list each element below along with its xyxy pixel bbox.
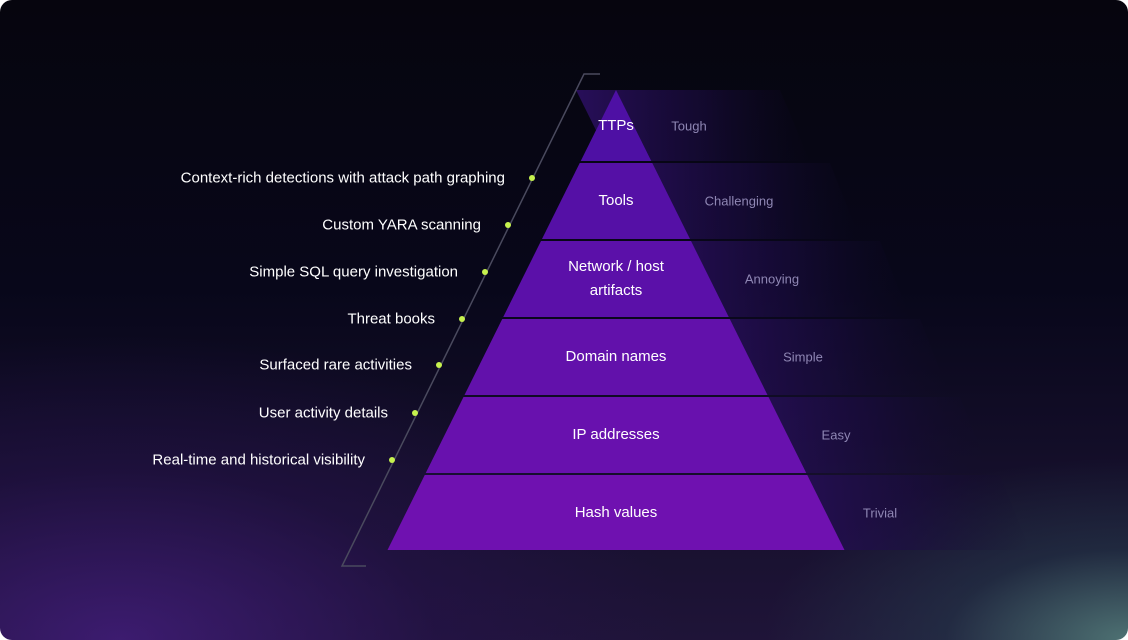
feature-label: Simple SQL query investigation	[249, 263, 458, 281]
feature-bullet-dot	[389, 457, 395, 463]
difficulty-label: Easy	[821, 427, 851, 443]
pyramid-tier-2	[541, 163, 691, 239]
pyramid-tiers	[387, 90, 845, 550]
difficulty-label: Simple	[783, 349, 823, 365]
tier-label: Domain names	[565, 348, 667, 365]
feature-label: Custom YARA scanning	[322, 216, 481, 234]
feature-label: Real-time and historical visibility	[152, 451, 365, 469]
feature-label: Context-rich detections with attack path…	[180, 169, 505, 187]
feature-label: User activity details	[258, 404, 388, 422]
difficulty-label: Tough	[671, 118, 707, 134]
feature-bullet-dot	[459, 316, 465, 322]
tier-label: IP addresses	[572, 426, 660, 443]
pyramid-tier-4	[464, 319, 768, 395]
feature-label: Surfaced rare activities	[259, 356, 412, 374]
feature-bullet-dot	[412, 410, 418, 416]
pyramid-tier-6	[387, 475, 845, 550]
pyramid-tier-1	[580, 90, 652, 161]
feature-bullet-dot	[436, 362, 442, 368]
difficulty-label: Annoying	[744, 271, 800, 287]
tier-label: Tools	[598, 192, 634, 209]
feature-bullet-dot	[529, 175, 535, 181]
feature-bullet-dot	[505, 222, 511, 228]
feature-label: Threat books	[347, 310, 435, 328]
difficulty-label: Challenging	[704, 193, 774, 209]
difficulty-label: Trivial	[862, 505, 898, 520]
tier-label: Network / host artifacts	[568, 258, 664, 299]
feature-bullet-dot	[482, 269, 488, 275]
tier-label: Hash values	[574, 503, 658, 521]
pyramid-tier-3	[503, 241, 729, 317]
pyramid-tier-5	[425, 397, 807, 473]
tier-label: TTPs	[598, 117, 634, 134]
